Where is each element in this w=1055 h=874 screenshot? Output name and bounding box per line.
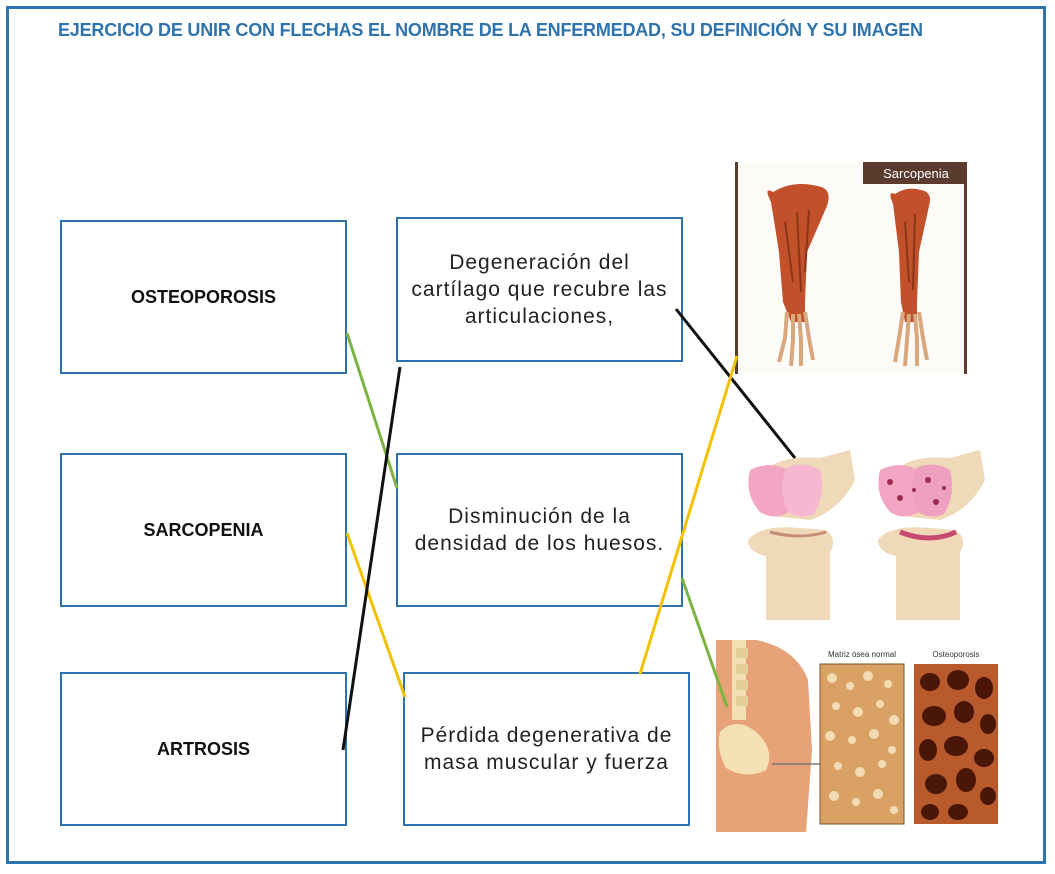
- definition-text: Degeneración del cartílago que recubre l…: [411, 251, 668, 328]
- osteoporosis-image[interactable]: Matriz ósea normal Osteoporosis: [716, 640, 1006, 832]
- definition-text: Pérdida degenerativa de masa muscular y …: [420, 724, 673, 774]
- sarcopenia-image-label: Sarcopenia: [883, 166, 950, 181]
- disease-label: ARTROSIS: [156, 738, 250, 759]
- normal-bone-label: Matriz ósea normal: [828, 650, 896, 659]
- line-sarcopenia-to-muscle-loss: [345, 532, 407, 698]
- definition-box-bone-density[interactable]: Disminución de la densidad de los huesos…: [396, 453, 683, 607]
- bone-density-illustration: Matriz ósea normal Osteoporosis: [716, 640, 998, 832]
- line-artrosis-to-cartilage: [341, 366, 402, 751]
- definition-box-muscle-loss[interactable]: Pérdida degenerativa de masa muscular y …: [403, 672, 690, 826]
- disease-box-osteoporosis[interactable]: OSTEOPOROSIS: [60, 220, 347, 374]
- knee-artrosis-image[interactable]: [730, 440, 992, 620]
- osteoporosis-bone-label: Osteoporosis: [932, 650, 979, 659]
- line-cartilage-to-knee-image: [674, 308, 797, 459]
- line-muscle-loss-to-sarcopenia-image: [638, 355, 739, 675]
- definition-box-cartilage[interactable]: Degeneración del cartílago que recubre l…: [396, 217, 683, 362]
- disease-box-sarcopenia[interactable]: SARCOPENIA: [60, 453, 347, 607]
- muscular-arms-illustration: Sarcopenia: [735, 162, 967, 374]
- knee-joint-illustration: [748, 450, 985, 620]
- line-osteoporosis-to-density: [345, 332, 399, 489]
- page-frame: [6, 6, 1046, 864]
- disease-box-artrosis[interactable]: ARTROSIS: [60, 672, 347, 826]
- disease-label: SARCOPENIA: [143, 519, 264, 540]
- definition-text: Disminución de la densidad de los huesos…: [414, 505, 665, 555]
- page-title: EJERCICIO DE UNIR CON FLECHAS EL NOMBRE …: [58, 20, 923, 40]
- line-density-to-osteoporosis-image: [680, 577, 729, 708]
- disease-label: OSTEOPOROSIS: [130, 286, 277, 307]
- sarcopenia-image[interactable]: Sarcopenia: [735, 162, 967, 374]
